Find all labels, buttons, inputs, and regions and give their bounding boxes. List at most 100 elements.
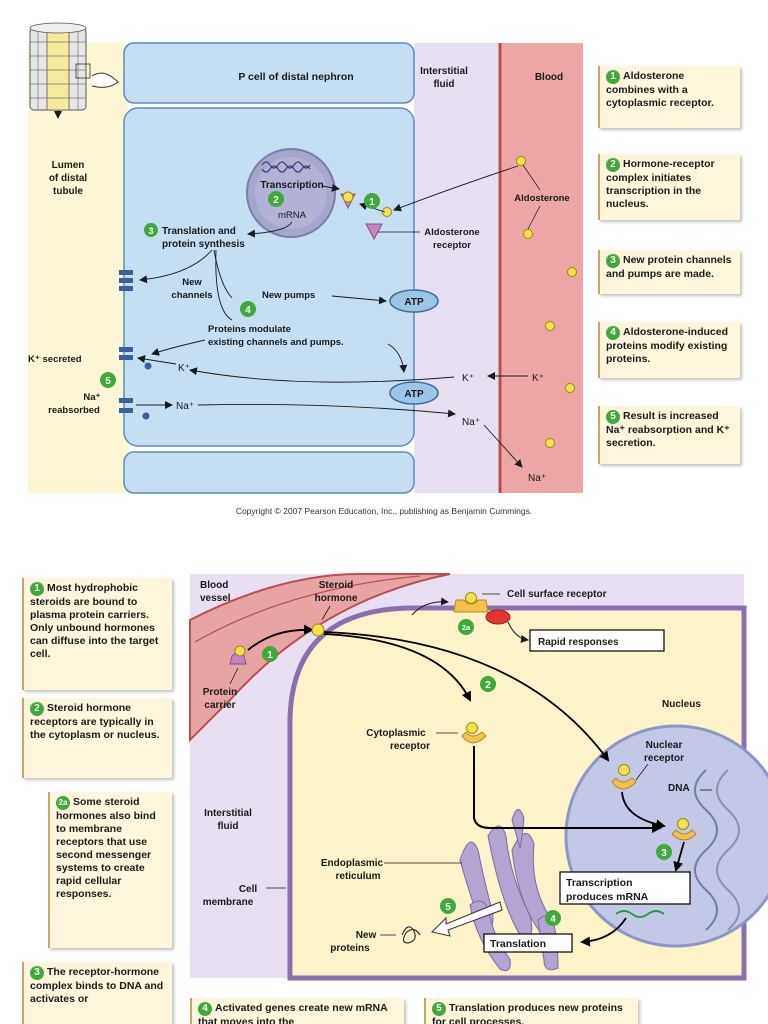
k-interstitial-label: K⁺ [462,373,474,384]
step-marker-2-bottom-num: 2 [485,680,491,691]
aldosterone-leader [522,164,541,191]
step-marker-2-bottom [480,676,496,692]
step-marker-5-bottom [440,898,456,914]
arrow-na-to-interstitial [197,403,456,418]
aldosterone-leader [527,205,541,230]
arrow-k-into-cell [189,367,455,383]
top-step-5-badge: 5 [606,410,620,424]
translation-label-line1: Translation and [162,226,236,237]
arrow-cytoplasmic-to-dna [473,746,662,833]
transcription-box-line2: produces mRNA [566,891,649,903]
lumen-label-line3: tubule [53,186,83,197]
bottom-step-1-text: Most hydrophobic steroids are bound to p… [30,582,159,660]
branch-to-new-pumps [213,249,233,299]
p-cell-header: P cell of distal nephron [238,71,353,83]
step-marker-3-bottom-num: 3 [661,848,667,859]
top-step-1-badge: 1 [606,70,620,84]
step-marker-3-num: 3 [148,226,153,236]
vessel-wall-line [194,575,421,643]
new-proteins-label-line2: proteins [330,943,370,954]
nucleus-top [246,148,336,238]
new-proteins-label-line1: New [356,930,377,941]
mrna-label: mRNA [278,210,307,221]
lumen-label-line1: Lumen [52,160,85,171]
nuclear-receptor-leader [635,763,649,781]
step-marker-2a [458,619,474,635]
lower-neighbor-cell [123,451,415,494]
bottom-step-2-badge: 2 [30,702,44,716]
nuclear-receptor-label-line1: Nuclear [646,740,683,751]
arrow-modulate-pumps [387,343,408,373]
arrow-to-rapid-responses [507,621,529,643]
steroid-hormone-label-line1: Steroid [319,580,353,591]
na-cell-label: Na⁺ [176,401,194,412]
protein-carrier-icon [229,645,247,665]
bottom-diagram: DNA Cell surface receptor Rapid response… [189,573,768,981]
arrow-to-new-pump [331,295,387,305]
na-reabsorbed-line1: Na⁺ [83,392,100,403]
nuclear-receptor-label-line2: receptor [644,753,684,764]
bottom-step-2a-badge: 2a [56,796,70,810]
translation-box-label: Translation [490,938,546,950]
rapid-responses-label: Rapid responses [538,637,619,648]
protein-carrier-leader [229,667,239,685]
step-marker-4-bottom [545,910,561,926]
interstitial-fluid-label-line2: fluid [217,821,238,832]
branch-to-step4 [215,249,233,321]
copyright-notice: Copyright © 2007 Pearson Education, Inc.… [235,506,533,516]
rapid-responses-box [529,629,665,652]
arrow-na-to-blood [483,424,523,468]
arrow-nuclear-receptor-to-dna [621,791,666,830]
er-label-line1: Endoplasmic [321,858,384,869]
bottom-step-1-badge: 1 [30,582,44,596]
step-marker-2-num: 2 [273,195,279,206]
step-marker-5-bottom-num: 5 [445,902,451,913]
new-atp-pump-icon [389,289,439,313]
step-marker-4 [240,301,256,317]
k-secreted-label: K⁺ secreted [28,354,82,365]
aldosterone-receptor-label-line1: Aldosterone [424,227,479,238]
free-steroid-hormone-icon [311,623,325,637]
top-step-3-text: New protein channels and pumps are made. [606,254,732,280]
steroid-hormone-leader [321,605,331,621]
translation-box [483,933,573,953]
top-step-4-text: Aldosterone-induced proteins modify exis… [606,326,729,365]
nucleus-label: Nucleus [662,699,701,710]
interstitial-header-line1: Interstitial [420,66,468,77]
upper-neighbor-cell [123,42,415,104]
bottom-step-2a-text: Some steroid hormones also bind to membr… [56,796,156,900]
k-blood-label: K⁺ [532,373,544,384]
aldosterone-receptor-label-line2: receptor [433,240,471,251]
arrow-complex-to-nucleus [321,183,340,192]
dna-label: DNA [668,783,690,794]
top-step-1-text: Aldosterone combines with a cytoplasmic … [606,70,714,109]
steroid-hormone-label-line2: hormone [315,593,358,604]
step-marker-1-bottom-num: 1 [267,650,273,661]
aldosterone-bound-icon [342,191,354,203]
top-step-3-badge: 3 [606,254,620,268]
hormone-receptor-on-dna-icon [671,818,697,841]
arrow-to-new-channels [139,249,213,284]
bottom-step-2-text: Steroid hormone receptors are typically … [30,702,160,741]
bottom-step-4-badge: 4 [198,1002,212,1016]
step-marker-3 [144,223,158,237]
aldosterone-molecule-icon [545,438,555,448]
arrow-mrna-to-translation [580,917,627,947]
na-channel-icon [119,398,150,420]
arrow-to-cytoplasmic-receptor [323,633,471,702]
new-protein-icon [401,926,421,944]
translation-label-line2: protein synthesis [162,239,245,250]
aldosterone-label: Aldosterone [514,193,569,204]
arrow-er-to-new-proteins [431,901,503,937]
bottom-step-3-badge: 3 [30,966,44,980]
arrow-to-nuclear-receptor [323,631,610,762]
arrow-aldosterone-entry [393,165,519,212]
